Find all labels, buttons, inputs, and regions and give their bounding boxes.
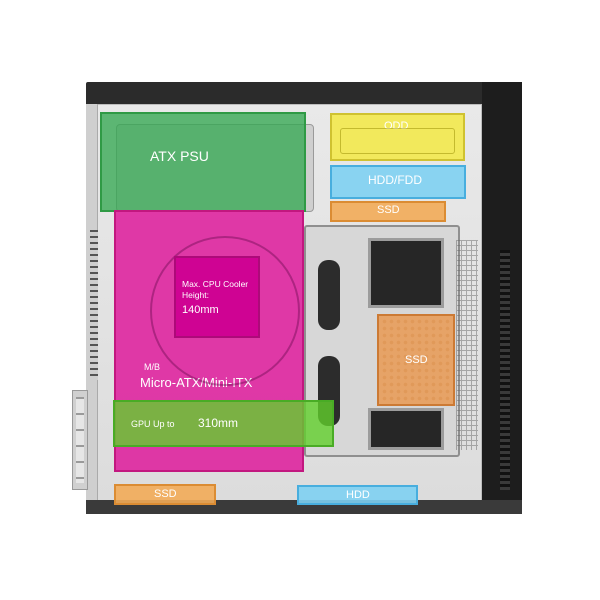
ssd-top-label: SSD — [377, 204, 400, 216]
ssd-middle-label: SSD — [405, 354, 428, 366]
cooler-line1: Max. CPU Cooler — [182, 279, 249, 289]
rear-io-strip — [90, 230, 98, 380]
ssd-bottom-zone: SSD — [114, 484, 216, 505]
front-panel-vent — [500, 250, 510, 490]
psu-zone: ATX PSU — [100, 112, 306, 212]
hdd-fdd-zone: HDD/FDD — [330, 165, 466, 199]
cooler-line2: Height: — [182, 290, 209, 300]
cooler-height-value: 140mm — [182, 304, 219, 316]
odd-tray-outline — [340, 128, 455, 154]
gpu-prefix: GPU Up to — [131, 419, 175, 429]
psu-label: ATX PSU — [150, 148, 209, 164]
drive-cage-lower — [368, 408, 444, 450]
cpu-cutout-ring — [150, 236, 300, 386]
cpu-cooler-zone: Max. CPU Cooler Height: 140mm — [174, 256, 260, 338]
drive-cage-upper — [368, 238, 444, 308]
hdd-bottom-label: HDD — [346, 489, 370, 501]
gpu-zone: GPU Up to 310mm — [113, 400, 334, 447]
expansion-slots — [72, 390, 88, 490]
ssd-top-zone: SSD — [330, 201, 446, 222]
cable-cutout — [318, 260, 340, 330]
odd-label: ODD — [384, 120, 409, 132]
ssd-middle-zone: SSD — [377, 314, 455, 406]
case-top-panel — [86, 82, 522, 108]
front-vent-grid — [456, 240, 478, 450]
motherboard-prefix: M/B — [144, 362, 161, 372]
ssd-bottom-label: SSD — [154, 488, 177, 500]
hdd-fdd-label: HDD/FDD — [368, 173, 422, 187]
gpu-length-value: 310mm — [198, 416, 239, 430]
hdd-bottom-zone: HDD — [297, 485, 418, 505]
